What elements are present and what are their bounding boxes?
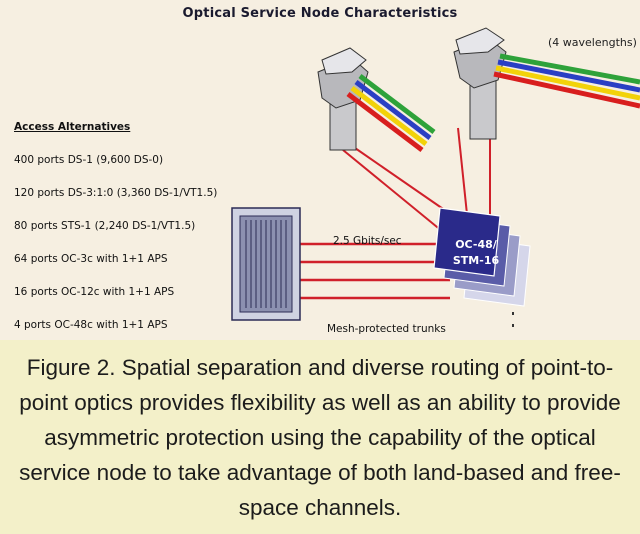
fiber-link xyxy=(457,127,469,225)
access-item: 4 ports OC-48c with 1+1 APS xyxy=(14,319,168,331)
free-space-terminal-left xyxy=(317,47,436,152)
node-label: OC-48/ STM-16 xyxy=(440,237,512,269)
link-rate-label: 2.5 Gbits/sec xyxy=(333,235,402,247)
access-item: 16 ports OC-12c with 1+1 APS xyxy=(14,286,175,298)
node-label-line2: STM-16 xyxy=(452,254,500,267)
diagram-panel: Optical Service Node Characteristics (4 … xyxy=(14,6,640,335)
access-item: 120 ports DS-3:1:0 (3,360 DS-1/VT1.5) xyxy=(14,187,218,199)
diagram-artwork xyxy=(231,27,640,327)
wavelength-label: (4 wavelengths) xyxy=(548,36,637,49)
figure-caption: Figure 2. Spatial separation and diverse… xyxy=(0,340,640,534)
node-label-line1: OC-48/ xyxy=(455,238,497,251)
access-item: 400 ports DS-1 (9,600 DS-0) xyxy=(14,154,164,166)
free-space-terminal-right xyxy=(453,27,640,140)
node-stack xyxy=(433,207,531,327)
fiber-link xyxy=(342,149,449,237)
diagram-title: Optical Service Node Characteristics xyxy=(182,6,458,21)
access-item: 80 ports STS-1 (2,240 DS-1/VT1.5) xyxy=(14,220,196,232)
access-item: 64 ports OC-3c with 1+1 APS xyxy=(14,253,168,265)
access-rack xyxy=(231,207,301,321)
trunk-label: Mesh-protected trunks xyxy=(327,323,446,335)
access-heading: Access Alternatives xyxy=(14,121,131,133)
trunk-lines xyxy=(300,242,450,300)
